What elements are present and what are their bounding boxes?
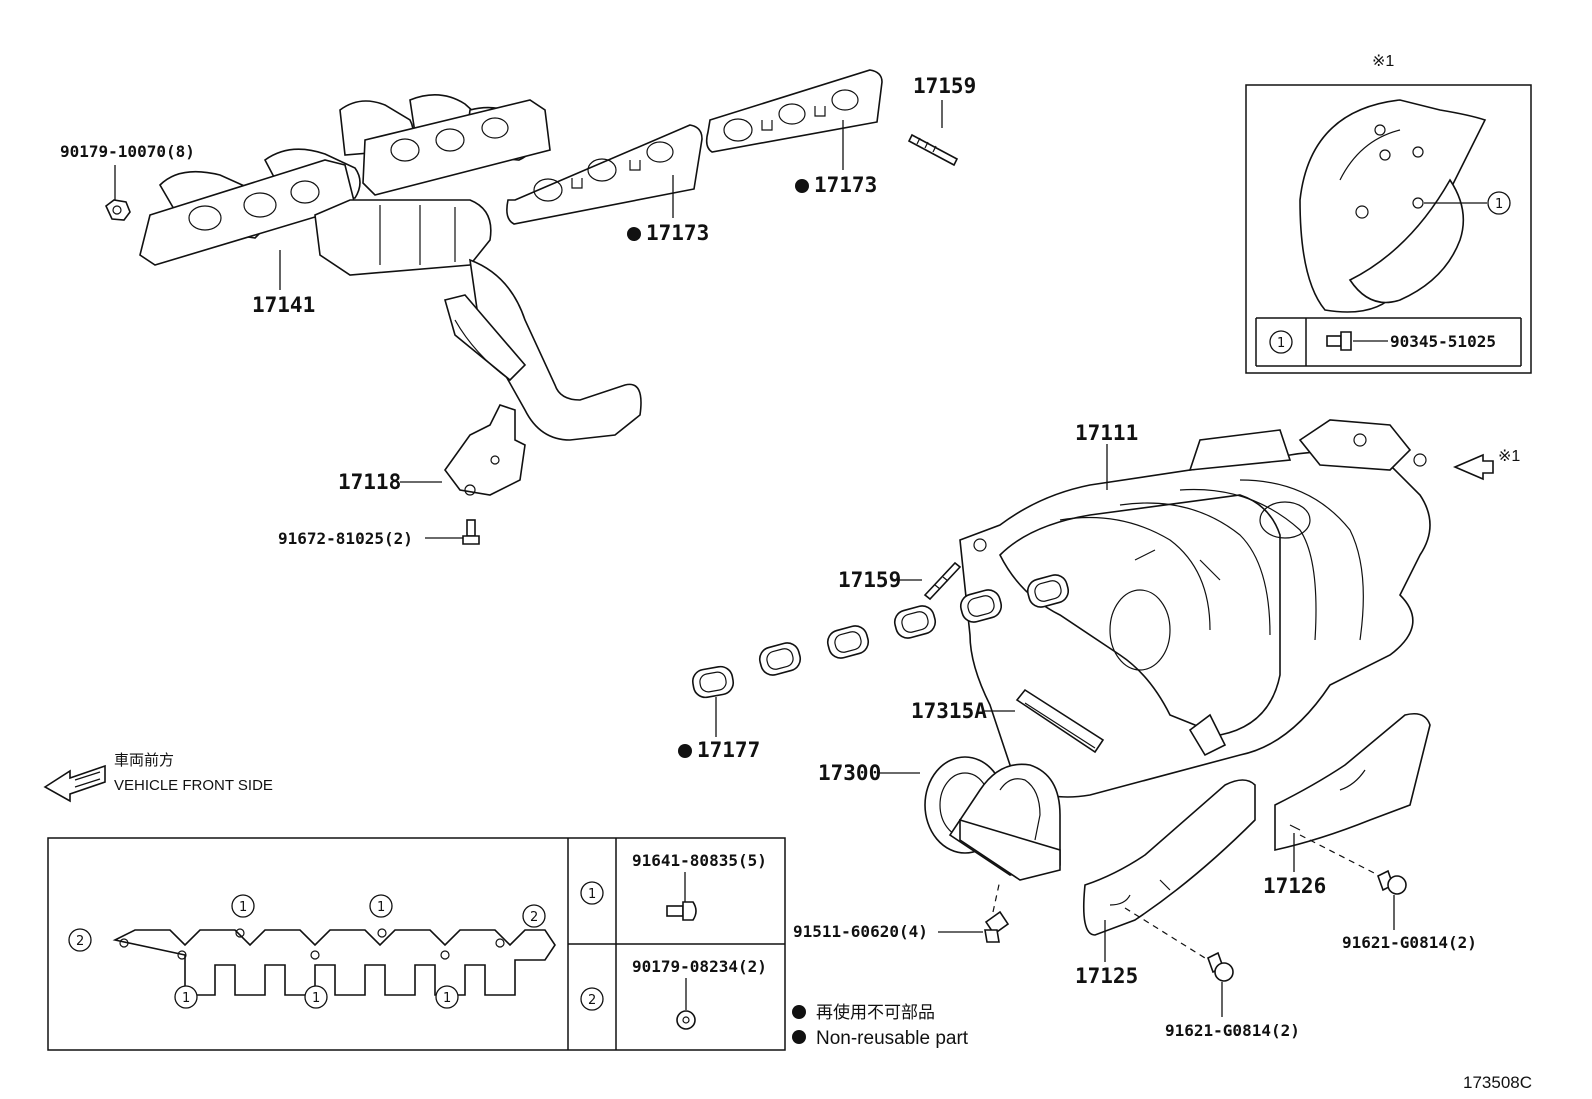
inset-part-no: 90345-51025	[1390, 332, 1496, 351]
bracket-17118[interactable]	[444, 404, 526, 496]
non-reusable-dot	[678, 744, 692, 758]
table-row-2-callout: 2	[588, 993, 596, 1008]
legend-dot-jp	[792, 1005, 806, 1019]
gasket-callout-6: 1	[312, 991, 320, 1006]
label-17177: 17177	[697, 738, 760, 762]
label-17126: 17126	[1263, 874, 1326, 898]
label-17173-a: 17173	[646, 221, 709, 245]
label-91621-G0814-a: 91621-G0814(2)	[1165, 1021, 1300, 1040]
gasket-callout-1: 1	[239, 900, 247, 915]
label-17111: 17111	[1075, 421, 1138, 445]
legend-jp: 再使用不可部品	[816, 1002, 935, 1022]
legend-dot-en	[792, 1030, 806, 1044]
front-side-en: VEHICLE FRONT SIDE	[114, 777, 273, 794]
gasket-17173-right[interactable]	[705, 69, 883, 153]
ref-mark-box: ※1	[1372, 53, 1394, 70]
ref-mark-arrow: ※1	[1498, 448, 1520, 465]
stud-17159-mid[interactable]	[923, 561, 962, 601]
inset-callout: 1	[1495, 197, 1503, 212]
label-91621-G0814-b: 91621-G0814(2)	[1342, 933, 1477, 952]
bolt-91511-60620[interactable]	[984, 910, 1010, 943]
bolt-91672-81025[interactable]	[462, 519, 480, 545]
heat-insulator-17126[interactable]	[1274, 712, 1431, 851]
table-row-2-part-no: 90179-08234(2)	[632, 957, 767, 976]
view-direction-arrow	[1452, 453, 1494, 481]
label-17315A: 17315A	[911, 699, 987, 723]
label-17173-b: 17173	[814, 173, 877, 197]
inset-box	[1245, 84, 1532, 374]
label-91672-81025: 91672-81025(2)	[278, 529, 413, 548]
front-side-jp: 車両前方	[114, 752, 174, 769]
gasket-callout-2: 1	[377, 900, 385, 915]
label-17141: 17141	[252, 293, 315, 317]
non-reusable-dot	[795, 179, 809, 193]
table-row-1-part-no: 91641-80835(5)	[632, 851, 767, 870]
diagram-id: 173508C	[1463, 1073, 1532, 1092]
bolt-91621-G0814-b[interactable]	[1377, 869, 1407, 895]
gasket-callout-7: 1	[443, 991, 451, 1006]
label-17159-top: 17159	[913, 74, 976, 98]
inset-part-callout: 1	[1277, 336, 1285, 351]
heat-insulator-17125[interactable]	[1082, 779, 1256, 936]
label-17125: 17125	[1075, 964, 1138, 988]
label-91511-60620: 91511-60620(4)	[793, 922, 928, 941]
gasket-callout-3: 2	[76, 934, 84, 949]
bolt-91621-G0814-a[interactable]	[1207, 951, 1234, 982]
callout-ring	[1487, 191, 1511, 215]
bolt-91641-80835[interactable]	[666, 901, 697, 921]
intake-gaskets-17177[interactable]	[691, 572, 1071, 699]
callout-ring	[1269, 330, 1293, 354]
label-90179-10070: 90179-10070(8)	[60, 142, 195, 161]
throttle-body-17300[interactable]	[924, 756, 1061, 881]
vehicle-front-arrow	[43, 764, 106, 803]
stud-17159-top[interactable]	[907, 133, 959, 167]
legend-en: Non-reusable part	[816, 1028, 969, 1049]
intake-manifold-17111[interactable]	[959, 419, 1431, 798]
gasket-diagram	[112, 928, 556, 996]
label-17300: 17300	[818, 761, 881, 785]
label-17159-mid: 17159	[838, 568, 901, 592]
gasket-17173-left[interactable]	[506, 124, 703, 225]
exhaust-manifold-17141[interactable]	[139, 94, 642, 441]
gasket-callout-4: 2	[530, 910, 538, 925]
nut-90179-10070[interactable]	[105, 199, 131, 221]
gasket-callout-5: 1	[182, 991, 190, 1006]
non-reusable-dot	[627, 227, 641, 241]
label-17118: 17118	[338, 470, 401, 494]
heat-insulator-inset[interactable]	[1299, 99, 1487, 313]
bolt-90345-51025[interactable]	[1326, 331, 1352, 351]
table-row-1-callout: 1	[588, 887, 596, 902]
gasket-17315A[interactable]	[1015, 688, 1105, 754]
nut-90179-08234[interactable]	[676, 1010, 696, 1030]
